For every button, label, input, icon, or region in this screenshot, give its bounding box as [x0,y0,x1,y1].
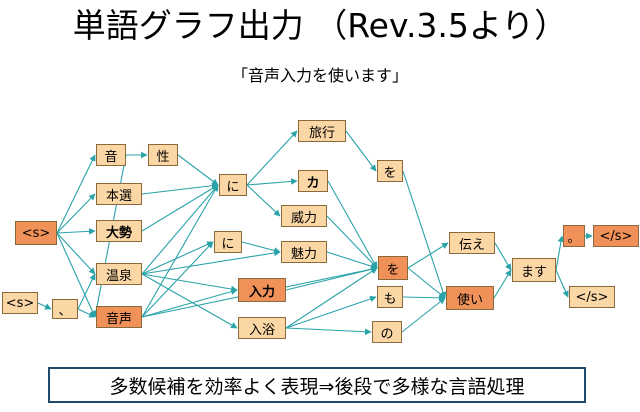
edge-s1-oto [56,154,96,234]
word-node-honsen: 本選 [96,183,142,205]
edge-ryoko-wo1 [345,130,377,172]
slide-title: 単語グラフ出力 （Rev.3.5より） [72,6,568,45]
word-node-s2: <s> [2,292,38,314]
word-node-no: の [372,321,402,343]
edge-onsen-nyuryoku [141,273,238,293]
edge-nyuyoku-mo [285,295,377,329]
edge-sei-ni1 [177,154,219,186]
word-node-wo2: を [378,256,408,280]
word-node-nyuyoku: 入浴 [238,317,286,339]
edge-ni2-miryoku [241,241,281,254]
edge-wo1-tsukai [402,170,447,299]
word-node-nyuryoku: 入力 [238,278,286,302]
word-node-miryoku: 魅力 [281,241,327,263]
word-node-chikara: カ [298,170,328,192]
edge-s1-onsei [56,232,96,318]
edge-masu-period [555,235,565,271]
edge-nyuyoku-wo2 [285,267,378,329]
edge-comma1-onsei [77,308,96,318]
edge-wo2-tsukai [407,267,446,299]
edge-onsen-ni2 [141,241,214,275]
edge-wo2-tsutae [407,242,449,269]
word-node-mo: も [377,286,403,308]
word-node-onsei: 音声 [96,306,142,328]
edge-tsutae-masu [494,242,512,271]
edge-onsen-ni1 [141,184,219,275]
edge-nyuryoku-wo2 [285,266,378,291]
edge-onsei-ni1 [141,184,219,318]
edge-ni1-iryoku [246,184,281,217]
edge-s1-onsen [56,232,96,275]
edge-onsen-nyuyoku [141,273,238,329]
word-node-es2: </s> [569,286,615,308]
word-node-taisei: 大勢 [96,220,142,242]
edge-onsei-ni2 [141,241,214,318]
word-node-ryoko: 旅行 [298,120,346,142]
edge-masu-es2 [555,269,569,298]
word-node-oto: 音 [96,144,126,166]
edge-no-tsukai [401,297,446,333]
edge-ni1-ryoko [246,130,298,186]
word-node-onsen: 温泉 [96,263,142,285]
edge-taisei-ni1 [141,184,219,232]
edge-comma1-onsen [77,273,96,310]
edge-onsei-nyuryoku [141,288,238,318]
word-node-tsukai: 使い [446,286,494,310]
edge-iryoku-wo2 [326,215,378,269]
word-node-iryoku: 威力 [281,205,327,227]
summary-box: 多数候補を効率よく表現⇒後段で多様な言語処理 [48,367,586,403]
edge-onsen-miryoku [141,249,281,275]
edge-miryoku-wo2 [326,251,378,270]
edge-nyuyoku-no [285,327,372,336]
edge-s1-honsen [56,193,96,234]
edge-chikara-wo2 [327,180,378,269]
word-node-ni2: に [214,231,242,253]
word-node-wo1: を [377,160,403,182]
word-node-tsutae: 伝え [449,232,495,254]
word-node-comma1: 、 [52,299,78,319]
edge-ni1-chikara [246,178,298,186]
word-node-es1: </s> [593,225,639,247]
word-node-masu: ます [512,258,556,282]
edge-s2-comma1 [37,302,52,310]
edge-tsukai-masu [493,269,512,299]
input-sentence: 「音声入力を使います」 [231,66,408,85]
word-node-ni1: に [219,174,247,196]
edge-s1-taisei [56,228,96,235]
edge-honsen-ni1 [141,182,219,195]
edge-mo-tsukai [402,294,446,302]
word-node-sei: 性 [148,144,178,166]
word-node-s1: <s> [15,221,57,245]
word-node-period: 。 [563,225,585,247]
